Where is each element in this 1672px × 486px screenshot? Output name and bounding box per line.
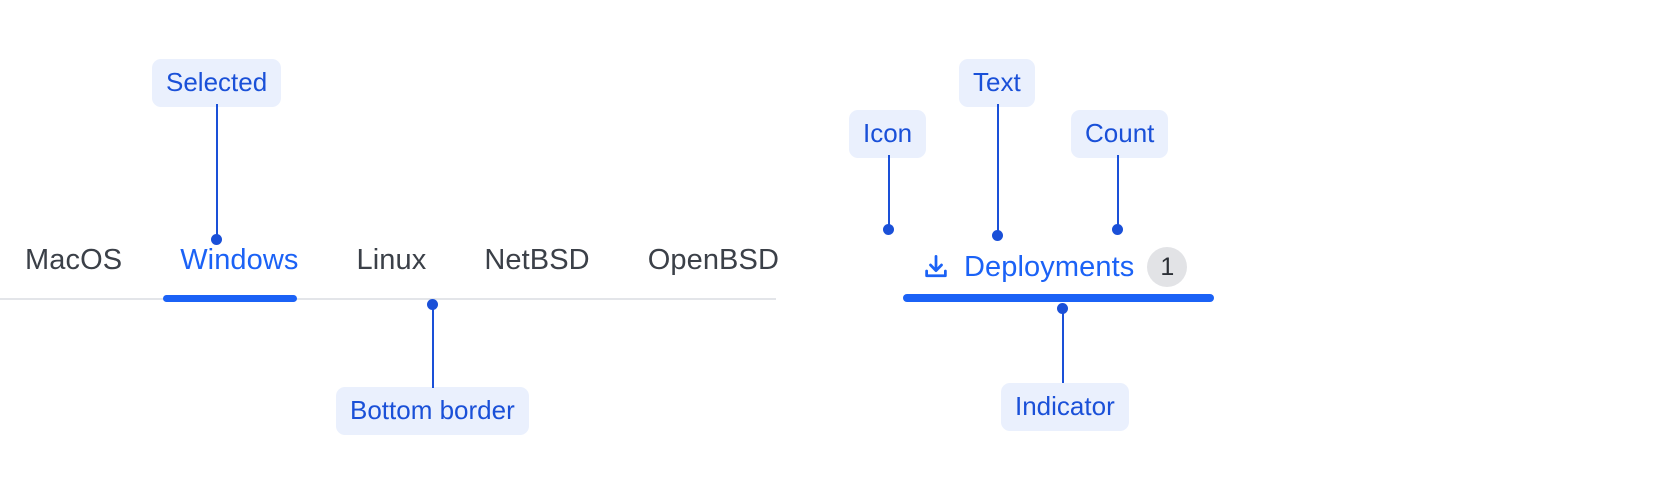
tabbar-bottom-border xyxy=(0,298,776,300)
annotation-dot-selected xyxy=(211,234,222,245)
tab-macos-label: MacOS xyxy=(25,244,123,276)
tab-windows[interactable]: Windows xyxy=(151,246,327,300)
annotation-dot-count xyxy=(1112,224,1123,235)
deployments-tab-container: Deployments 1 xyxy=(903,243,1243,305)
tab-linux-label: Linux xyxy=(356,244,427,276)
deployments-tab-label: Deployments xyxy=(964,250,1135,283)
annotation-label-icon: Icon xyxy=(849,110,927,158)
deployments-count-badge: 1 xyxy=(1147,247,1188,287)
tab-macos[interactable]: MacOS xyxy=(0,246,151,300)
annotation-line-selected xyxy=(216,104,218,239)
annotation-label-selected: Selected xyxy=(152,59,282,107)
annotation-line-indicator xyxy=(1062,311,1064,383)
annotation-label-text: Text xyxy=(959,59,1035,107)
annotation-line-icon xyxy=(888,155,890,229)
deployments-tab[interactable]: Deployments 1 xyxy=(903,243,1205,291)
annotation-label-indicator: Indicator xyxy=(1001,383,1129,431)
annotation-line-count xyxy=(1117,155,1119,229)
tab-windows-indicator xyxy=(163,295,297,302)
tab-windows-label: Windows xyxy=(180,244,299,276)
tab-openbsd-label: OpenBSD xyxy=(647,244,779,276)
annotation-dot-bottom-border xyxy=(427,299,438,310)
tab-netbsd-label: NetBSD xyxy=(484,244,590,276)
annotation-dot-text xyxy=(992,230,1003,241)
tab-openbsd[interactable]: OpenBSD xyxy=(619,246,808,300)
annotation-label-count: Count xyxy=(1071,110,1169,158)
annotation-dot-icon xyxy=(883,224,894,235)
os-tab-bar: MacOS Windows Linux NetBSD OpenBSD xyxy=(0,246,779,302)
annotation-line-bottom-border xyxy=(432,308,434,388)
os-tab-list: MacOS Windows Linux NetBSD OpenBSD xyxy=(0,246,808,300)
annotation-dot-indicator xyxy=(1057,303,1068,314)
download-icon xyxy=(921,252,951,282)
annotation-label-bottom-border: Bottom border xyxy=(336,387,529,435)
annotation-line-text xyxy=(997,104,999,235)
tab-linux[interactable]: Linux xyxy=(328,246,456,300)
deployments-tab-indicator xyxy=(903,294,1214,302)
tab-netbsd[interactable]: NetBSD xyxy=(455,246,618,300)
